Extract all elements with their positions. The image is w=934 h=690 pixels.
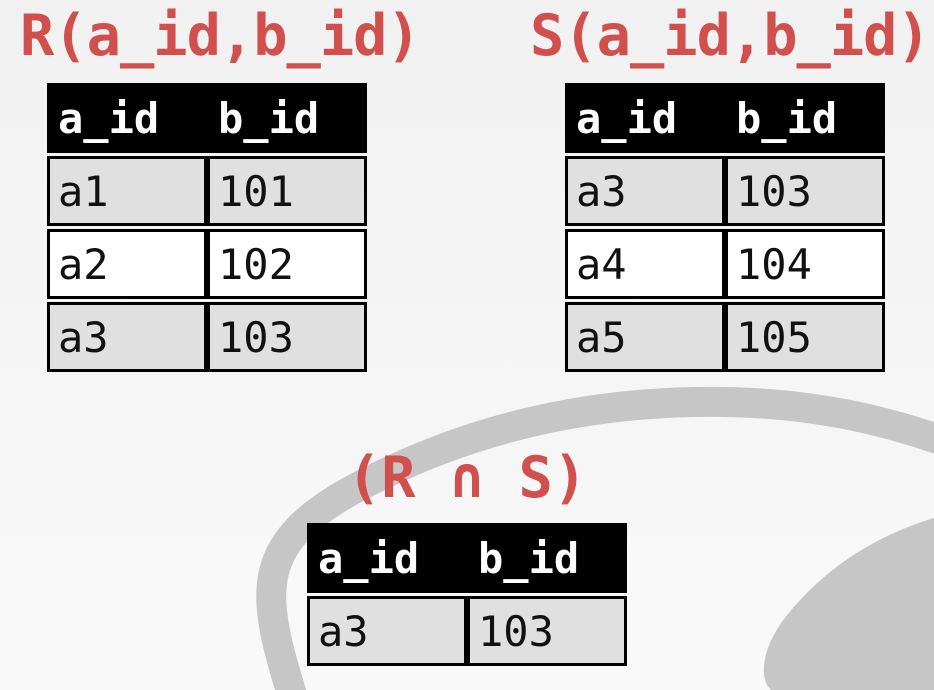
- table-row: a3 103: [307, 596, 627, 666]
- column-header-a-id: a_id: [576, 93, 678, 143]
- cell-a-id: a2: [47, 229, 207, 299]
- table-row: a1 101: [47, 156, 367, 226]
- column-header-b-id: b_id: [218, 93, 320, 143]
- table-row: a2 102: [47, 229, 367, 299]
- cell-b-id: 103: [467, 596, 627, 666]
- cell-b-id: 101: [207, 156, 367, 226]
- swoosh-blob: [763, 518, 934, 690]
- relation-s-header-row: a_id b_id: [565, 83, 885, 153]
- swoosh-arc: [256, 386, 934, 690]
- cell-a-id: a5: [565, 302, 725, 372]
- cell-a-id: a1: [47, 156, 207, 226]
- cell-b-id: 103: [207, 302, 367, 372]
- relation-r-header-row: a_id b_id: [47, 83, 367, 153]
- column-header-b-id: b_id: [478, 533, 580, 583]
- column-header-a-id: a_id: [58, 93, 160, 143]
- table-row: a3 103: [565, 156, 885, 226]
- cell-a-id: a3: [307, 596, 467, 666]
- table-row: a5 105: [565, 302, 885, 372]
- cell-b-id: 102: [207, 229, 367, 299]
- relation-r-table: a_id b_id a1 101 a2 102 a3 103: [47, 83, 367, 372]
- column-header-a-id: a_id: [318, 533, 420, 583]
- result-header-row: a_id b_id: [307, 523, 627, 593]
- cell-a-id: a4: [565, 229, 725, 299]
- cell-b-id: 103: [725, 156, 885, 226]
- table-row: a3 103: [47, 302, 367, 372]
- column-header-b-id: b_id: [736, 93, 838, 143]
- intersection-result-table: a_id b_id a3 103: [307, 523, 627, 666]
- cell-a-id: a3: [47, 302, 207, 372]
- intersection-result-title: (R ∩ S): [346, 445, 588, 511]
- relation-s-title: S(a_id,b_id): [530, 3, 931, 69]
- table-row: a4 104: [565, 229, 885, 299]
- relation-s-table: a_id b_id a3 103 a4 104 a5 105: [565, 83, 885, 372]
- cell-b-id: 105: [725, 302, 885, 372]
- cell-b-id: 104: [725, 229, 885, 299]
- cell-a-id: a3: [565, 156, 725, 226]
- relation-r-title: R(a_id,b_id): [20, 3, 421, 69]
